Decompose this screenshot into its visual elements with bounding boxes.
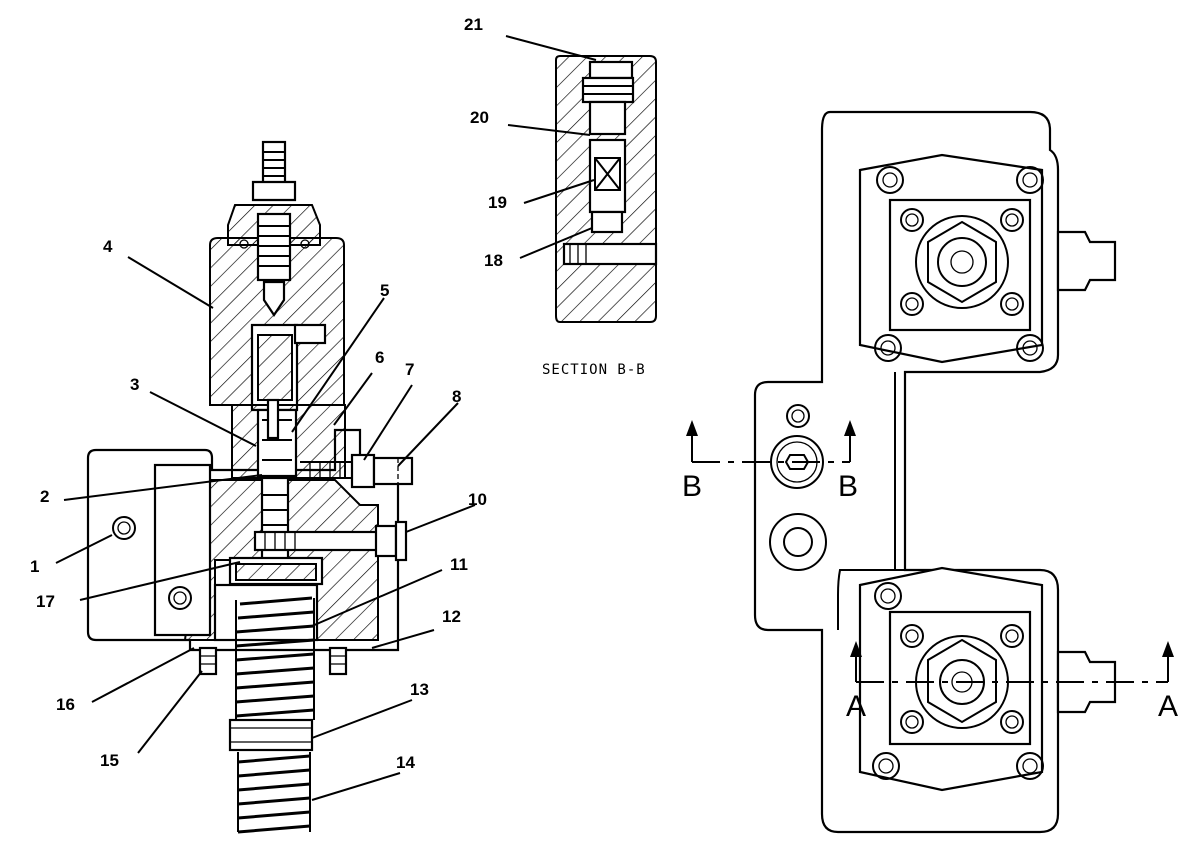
valve-cross-section [86, 140, 414, 834]
stud-16 [328, 646, 348, 676]
plug-b [770, 435, 824, 489]
callout-12: 12 [442, 607, 461, 626]
screw-8 [372, 456, 414, 486]
callout-11: 11 [450, 555, 468, 574]
section-mark-a-left: A [846, 690, 866, 723]
leader-lines [55, 35, 597, 801]
upper-bolt-br [1016, 334, 1044, 362]
callout-20: 20 [470, 108, 489, 127]
callout-16: 16 [56, 695, 75, 714]
callout-10: 10 [468, 490, 487, 509]
stud-15 [198, 646, 218, 676]
passage-18 [562, 242, 658, 266]
adjust-stem [261, 140, 287, 186]
callout-15: 15 [100, 751, 119, 770]
seat-20 [588, 100, 627, 136]
bolt-1 [112, 516, 136, 540]
base-port-left [153, 463, 212, 637]
section-b-b-view [555, 55, 658, 323]
callout-17: 17 [36, 592, 55, 611]
callout-18: 18 [484, 251, 503, 270]
cap-body-4 [209, 237, 345, 406]
callout-8: 8 [452, 387, 461, 406]
bolt-lower [168, 586, 192, 610]
callout-labels: 1 2 3 4 5 6 7 8 10 11 12 13 14 15 16 17 … [30, 15, 507, 772]
callout-7: 7 [405, 360, 414, 379]
section-caption: SECTION B-B [542, 362, 646, 378]
callout-3: 3 [130, 375, 139, 394]
nut-7 [350, 453, 376, 489]
callout-21: 21 [464, 15, 483, 34]
section-mark-b-right: B [838, 470, 858, 503]
upper-bolt-tl [876, 166, 904, 194]
locknut [251, 180, 297, 202]
upper-bolt-tr [1016, 166, 1044, 194]
callout-5: 5 [380, 281, 389, 300]
plug-21 [581, 76, 635, 104]
spring-11 [235, 596, 315, 718]
section-mark-a-right: A [1158, 690, 1178, 723]
spring-seat-13 [228, 718, 314, 752]
callout-2: 2 [40, 487, 49, 506]
callout-6: 6 [375, 348, 384, 367]
upper-port [915, 215, 1009, 309]
section-mark-b-left: B [682, 470, 702, 503]
callout-13: 13 [410, 680, 429, 699]
spring-14 [237, 754, 311, 834]
callout-4: 4 [103, 237, 113, 256]
callout-1: 1 [30, 557, 39, 576]
plug-lower [769, 513, 827, 571]
valve-top-view [686, 110, 1174, 834]
callout-19: 19 [488, 193, 507, 212]
upper-bolt-bl [874, 334, 902, 362]
callout-14: 14 [396, 753, 415, 772]
